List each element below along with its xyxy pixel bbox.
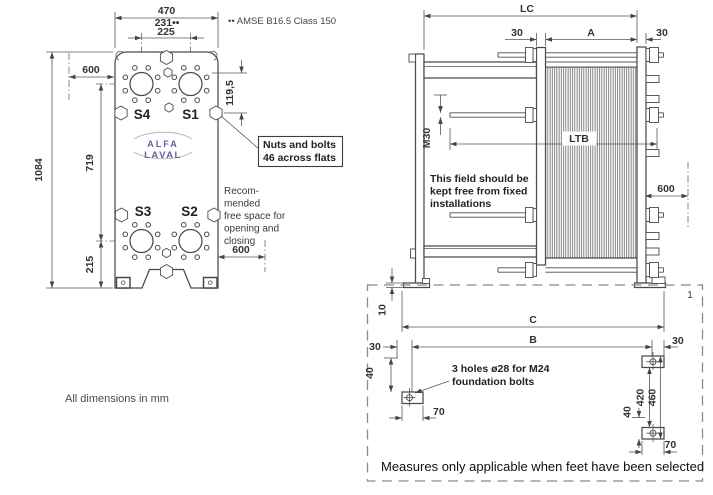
logo-text-alfa: ALFA [147, 139, 179, 149]
feet-note: Measures only applicable when feet have … [381, 459, 704, 474]
dim-30-left-label: 30 [511, 27, 523, 39]
dim-30-a-30: 30 A 30 [505, 27, 668, 46]
dim-119-5-label: 119,5 [224, 80, 236, 106]
dim-225-label: 225 [157, 26, 175, 38]
dim-225: 225 [128, 26, 204, 41]
dim-ltb: LTB [449, 128, 658, 150]
dim-10: 10 [377, 268, 403, 316]
dim-231-label: 231•• [155, 17, 180, 29]
dim-lc: LC [423, 3, 638, 50]
free-field-note-line1: This field should be [430, 173, 529, 185]
logo-swoosh-bottom [133, 151, 193, 160]
support-column [402, 53, 431, 289]
dim-10-label: 10 [377, 304, 389, 316]
foundation-detail-right: 420 460 40 70 [622, 352, 677, 455]
lower-guide-bar [423, 245, 538, 258]
port-label-s3: S3 [135, 204, 152, 219]
port-s4 [129, 71, 154, 97]
dim-40-left-label: 40 [364, 367, 376, 379]
dim-a-label: A [587, 27, 595, 39]
dim-1084-label: 1084 [33, 158, 45, 182]
port-s2 [178, 228, 203, 254]
free-space-note-line3: free space for [224, 211, 286, 222]
flange-standard-note: •• AMSE B16.5 Class 150 [228, 16, 336, 27]
dim-600-bottom: 600 [218, 244, 265, 260]
frame-plate [636, 46, 647, 284]
foundation-detail-left: 40 70 3 holes ø28 for M24 foundation bol… [364, 357, 550, 421]
nuts-callout-line2: 46 across flats [263, 152, 336, 164]
plate-feet [115, 276, 218, 289]
dim-70-left-label: 70 [433, 406, 445, 418]
logo-swoosh-top [133, 131, 193, 140]
nuts-callout-box [257, 135, 344, 168]
dim-70-right-label: 70 [665, 439, 677, 451]
port-s3 [129, 228, 154, 254]
dim-460-label: 460 [647, 389, 659, 407]
alfa-laval-logo: ALFA LAVAL [133, 131, 193, 161]
logo-text-laval: LAVAL [144, 150, 182, 161]
dim-30-bottom-right-label: 30 [672, 335, 684, 347]
free-space-note-line1: Recom- [224, 186, 259, 197]
dim-30-bottom-left-label: 30 [369, 341, 381, 353]
dim-c-label: C [529, 314, 537, 326]
feet-option-dashed-box [366, 284, 704, 482]
holes-callout-line2: foundation bolts [452, 376, 534, 388]
ltb-label-backing [562, 131, 596, 146]
dim-719-label: 719 [84, 154, 96, 172]
free-field-note-line3: installations [430, 198, 491, 210]
dim-30-right-label: 30 [656, 27, 668, 39]
free-space-note-line5: closing [224, 236, 255, 247]
dim-1084: 1084 [33, 51, 113, 289]
dim-600-left: 600 [69, 64, 114, 80]
hex-top-center [159, 50, 174, 65]
dim-600-bottom-label: 600 [232, 244, 250, 256]
right-foundation-hole-bottom [649, 429, 657, 437]
dim-40-right-label: 40 [622, 406, 634, 418]
port-label-s2: S2 [181, 204, 198, 219]
units-note: All dimensions in mm [65, 393, 169, 405]
dim-215-label: 215 [84, 256, 96, 274]
dim-215: 215 [84, 241, 104, 288]
free-space-note: Recom- mended free space for opening and… [224, 186, 286, 247]
port-s1 [178, 71, 203, 97]
right-foundation-hole-top [649, 358, 657, 366]
port-label-s4: S4 [134, 107, 151, 122]
dim-ltb-label: LTB [569, 133, 589, 145]
left-foundation-hole [406, 394, 413, 402]
dim-m30: M30 [421, 94, 447, 149]
dim-600-left-label: 600 [82, 64, 100, 76]
pressure-plate [535, 46, 547, 266]
nuts-callout: Nuts and bolts 46 across flats [220, 115, 344, 168]
front-view: ALFA LAVAL S4 S1 S3 S2 470 231•• 225 •• … [33, 5, 344, 289]
dim-lc-label: LC [520, 3, 534, 15]
nuts-callout-line1: Nuts and bolts [263, 139, 336, 151]
port-label-s1: S1 [182, 107, 199, 122]
plate-pack-stripes [545, 67, 637, 258]
tightening-bolts [449, 47, 664, 278]
hex-nuts-callout-target [209, 105, 223, 121]
dim-b: B 30 30 [369, 334, 684, 393]
dim-470-label: 470 [158, 5, 176, 17]
side-view: LC 30 A 30 M30 LTB This field should be … [364, 3, 704, 482]
free-field-note-line2: kept free from fixed [430, 186, 527, 198]
dim-c: C [401, 291, 665, 332]
dim-600-right-label: 600 [657, 183, 675, 195]
dim-600-right: 600 [645, 162, 689, 227]
dim-719: 719 [84, 84, 104, 241]
dim-b-label: B [529, 334, 537, 346]
free-field-note: This field should be kept free from fixe… [430, 173, 529, 210]
corner-curls [115, 50, 218, 61]
dim-119-5: 119,5 [212, 60, 247, 126]
holes-callout-line1: 3 holes ø28 for M24 [452, 363, 550, 375]
dim-470: 470 [114, 5, 219, 48]
free-space-note-line4: opening and [224, 224, 279, 235]
footnote-marker: 1 [687, 290, 693, 301]
dim-m30-label: M30 [421, 128, 433, 149]
dim-420-label: 420 [635, 389, 647, 407]
port-circles [129, 71, 203, 254]
free-space-note-line2: mended [224, 199, 260, 210]
